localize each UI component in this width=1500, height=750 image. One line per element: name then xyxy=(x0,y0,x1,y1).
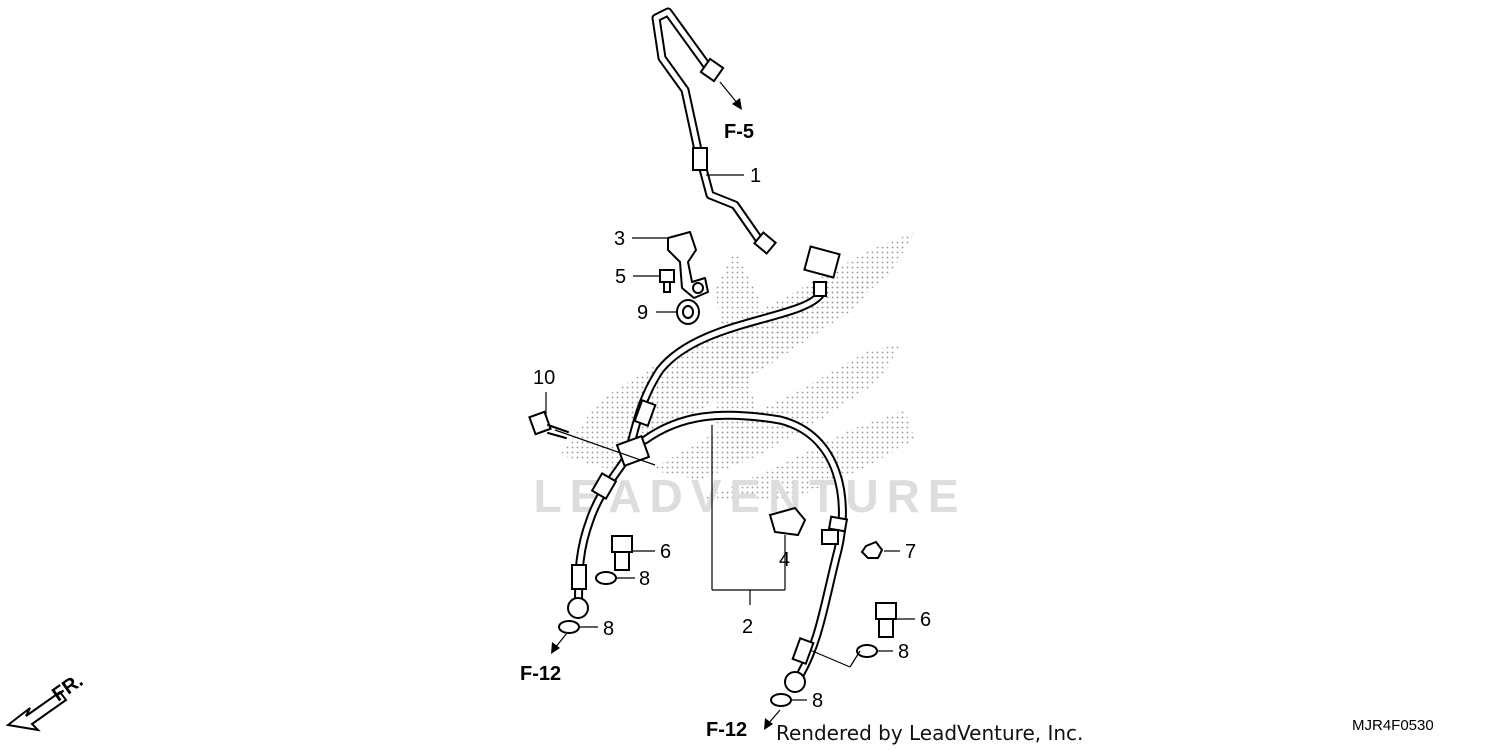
callout-4: 4 xyxy=(779,549,790,571)
part-6-oil-bolt-right[interactable] xyxy=(875,602,897,638)
part-4-hose-clamp[interactable] xyxy=(768,506,807,537)
callout-8-c: 8 xyxy=(898,641,909,663)
callout-6-right: 6 xyxy=(920,609,931,631)
callout-8-a: 8 xyxy=(639,568,650,590)
reference-f5: F-5 xyxy=(724,121,754,143)
part-5-bolt[interactable] xyxy=(659,269,675,293)
callout-5: 5 xyxy=(615,266,626,288)
part-3-hose-bracket[interactable] xyxy=(667,231,709,299)
part-6-oil-bolt-left[interactable] xyxy=(611,535,633,571)
front-direction-arrow: FR. xyxy=(5,670,87,732)
diagram-code: MJR4F0530 xyxy=(1352,717,1434,734)
reference-f12-bottom: F-12 xyxy=(706,719,747,741)
callout-9: 9 xyxy=(637,302,648,324)
part-7-nut[interactable] xyxy=(860,540,884,559)
callout-3: 3 xyxy=(614,228,625,250)
reference-arrows xyxy=(551,81,781,730)
callout-10: 10 xyxy=(533,367,555,389)
callout-6-left: 6 xyxy=(660,541,671,563)
callout-1: 1 xyxy=(750,165,761,187)
callout-7: 7 xyxy=(905,541,916,563)
reference-f12-left: F-12 xyxy=(520,663,561,685)
part-2-brake-hose[interactable] xyxy=(567,245,849,693)
part-1-brake-pipe[interactable] xyxy=(651,7,778,255)
leader-lines xyxy=(545,174,915,701)
callout-2: 2 xyxy=(742,616,753,638)
part-9-grommet[interactable] xyxy=(676,299,700,325)
callout-8-b: 8 xyxy=(603,618,614,640)
part-10-bolt[interactable] xyxy=(528,410,569,439)
watermark-wing-logo xyxy=(560,232,915,500)
credit-text: Rendered by LeadVenture, Inc. xyxy=(776,721,1083,745)
callout-8-d: 8 xyxy=(812,690,823,712)
